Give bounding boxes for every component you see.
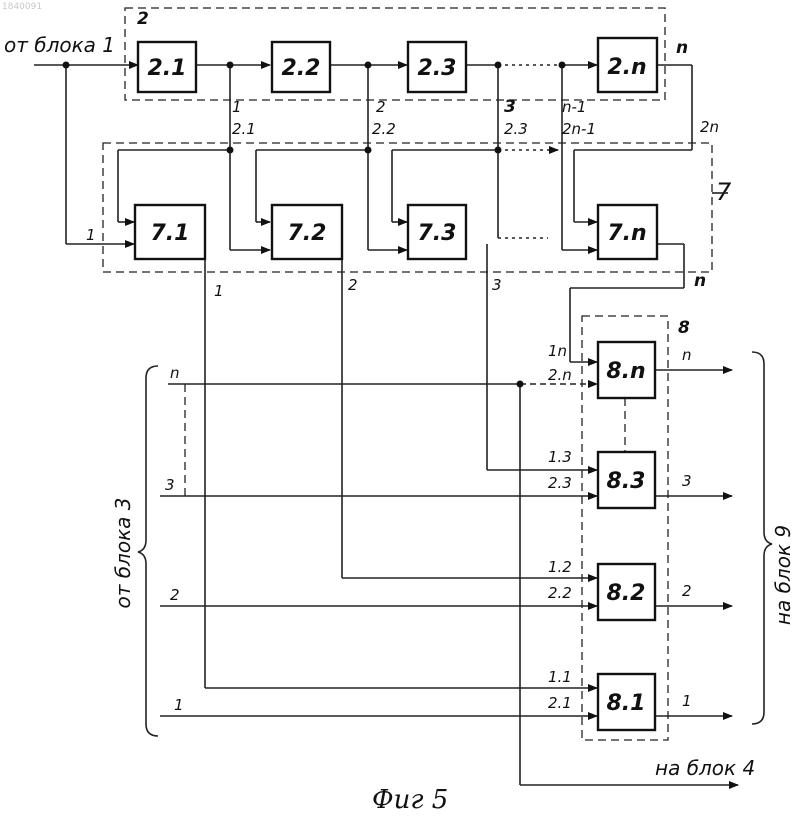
label-out-82: 2 bbox=[682, 582, 692, 600]
label-in-81-2: 2.1 bbox=[548, 694, 572, 712]
block-8-output-wires bbox=[625, 370, 732, 716]
label-line-2: 2 bbox=[170, 586, 180, 604]
label-out-83: 3 bbox=[682, 472, 692, 490]
block-7-n: 7.n bbox=[598, 205, 657, 259]
label-out-71: 1 bbox=[214, 282, 224, 300]
label-line-3: 3 bbox=[165, 476, 175, 494]
label-out-72: 2 bbox=[348, 276, 358, 294]
label-in-22: 2.2 bbox=[372, 120, 396, 138]
label-n-mid: n bbox=[694, 271, 706, 291]
block-7-2-label: 7.2 bbox=[288, 221, 327, 246]
block-2-1: 2.1 bbox=[138, 42, 196, 92]
label-in-8n-1: 1n bbox=[548, 342, 567, 360]
input-caption-block1: от блока 1 bbox=[4, 33, 115, 57]
label-out-21: 1 bbox=[232, 98, 242, 116]
label-in-2n1: 2n-1 bbox=[562, 120, 596, 138]
label-out-81: 1 bbox=[682, 692, 692, 710]
figure-caption: Фиг 5 bbox=[372, 785, 448, 815]
label-in-82-1: 1.2 bbox=[548, 558, 572, 576]
block-2-1-label: 2.1 bbox=[148, 56, 187, 81]
label-out-2n1: n-1 bbox=[562, 98, 586, 116]
label-in-83-1: 1.3 bbox=[548, 448, 572, 466]
input-caption-block3: от блока 3 bbox=[111, 497, 135, 608]
group-7-number: 7 bbox=[716, 178, 732, 206]
block-7-n-label: 7.n bbox=[607, 221, 646, 246]
block-7-1: 7.1 bbox=[135, 205, 205, 259]
block-8-n-label: 8.n bbox=[606, 359, 645, 384]
label-out-8n: n bbox=[682, 346, 692, 364]
block-7-1-label: 7.1 bbox=[151, 221, 190, 246]
brace-from-block3 bbox=[138, 366, 158, 736]
block-2-3: 2.3 bbox=[408, 42, 466, 92]
label-in-71: 1 bbox=[86, 226, 96, 244]
label-in-23: 2.3 bbox=[504, 120, 528, 138]
label-line-1: 1 bbox=[174, 696, 184, 714]
group-2-number: 2 bbox=[137, 9, 149, 29]
brace-to-block9 bbox=[752, 352, 772, 724]
block-7-3-label: 7.3 bbox=[418, 221, 457, 246]
group-2-outline bbox=[125, 8, 665, 100]
block-8-1: 8.1 bbox=[598, 674, 655, 730]
label-out-22: 2 bbox=[376, 98, 386, 116]
label-in-2n: 2n bbox=[700, 118, 719, 136]
block-8-n: 8.n bbox=[598, 342, 655, 398]
block-8-3-label: 8.3 bbox=[607, 469, 646, 494]
watermark: 1840091 bbox=[2, 2, 42, 12]
block-2-2-label: 2.2 bbox=[282, 56, 321, 81]
block-2-3-label: 2.3 bbox=[418, 56, 457, 81]
block-2-n-label: 2.n bbox=[607, 55, 646, 80]
label-in-82-2: 2.2 bbox=[548, 584, 572, 602]
output-caption-block4: на блок 4 bbox=[655, 756, 755, 780]
label-out-73: 3 bbox=[492, 276, 502, 294]
block-8-2-label: 8.2 bbox=[607, 581, 646, 606]
label-in-8n-2: 2.n bbox=[548, 366, 572, 384]
block-7-3: 7.3 bbox=[408, 205, 466, 259]
label-out-23: 3 bbox=[504, 97, 516, 117]
output-caption-block9: на блок 9 bbox=[771, 525, 795, 625]
block-8-3: 8.3 bbox=[598, 452, 655, 508]
block-7-2: 7.2 bbox=[272, 205, 342, 259]
label-line-n: n bbox=[170, 364, 180, 382]
label-in-81-1: 1.1 bbox=[548, 668, 572, 686]
block-2-n: 2.n bbox=[598, 38, 657, 92]
block-8-2: 8.2 bbox=[598, 564, 655, 620]
group-8-number: 8 bbox=[678, 318, 690, 338]
block-8-1-label: 8.1 bbox=[607, 691, 646, 716]
label-in-21: 2.1 bbox=[232, 120, 256, 138]
label-n-top: n bbox=[676, 38, 688, 58]
label-in-83-2: 2.3 bbox=[548, 474, 572, 492]
block-2-2: 2.2 bbox=[272, 42, 330, 92]
